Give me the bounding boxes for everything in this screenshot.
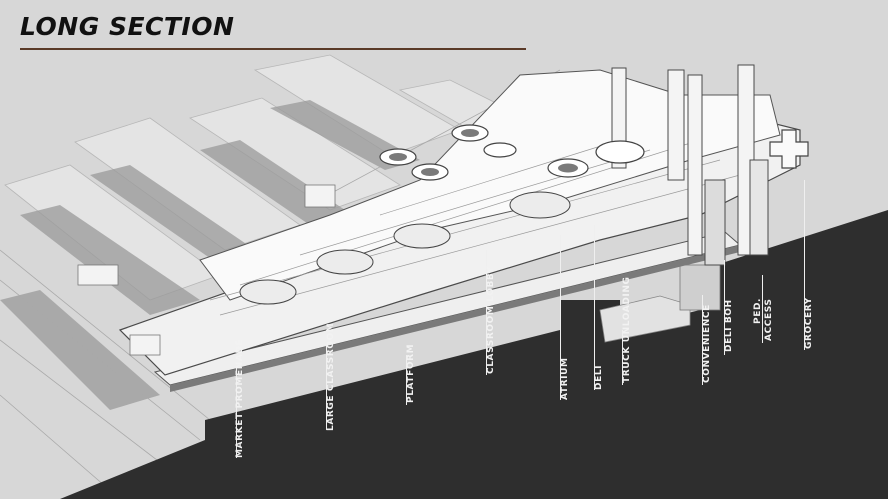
label-ped-access-line1: PED. bbox=[753, 297, 763, 324]
leader-line-atrium bbox=[560, 235, 561, 400]
end-blocks bbox=[77, 184, 336, 356]
label-platform: PLATFORM bbox=[406, 343, 416, 403]
leader-line-convenience bbox=[702, 295, 703, 385]
site-context bbox=[4, 54, 522, 301]
leader-line-deli bbox=[594, 225, 595, 390]
label-market-promenade: MARKET PROMENADE bbox=[235, 338, 245, 458]
cross-element bbox=[769, 129, 809, 169]
label-deli-boh: DELI BOH bbox=[724, 299, 734, 352]
page-title: LONG SECTION bbox=[20, 12, 235, 41]
title-rule bbox=[20, 48, 526, 50]
label-atrium: ATRIUM bbox=[560, 357, 570, 400]
leader-line-truck-unloading bbox=[622, 330, 623, 385]
leader-line-ped-access bbox=[762, 275, 763, 343]
leader-line-market-promenade bbox=[236, 355, 237, 458]
lower-classroom-bowls bbox=[239, 191, 571, 305]
street-lines bbox=[0, 69, 561, 499]
ground-section-cut bbox=[60, 210, 888, 499]
label-convenience: CONVENIENCE bbox=[702, 304, 712, 383]
tower-cluster bbox=[611, 64, 769, 266]
leader-line-deli-boh bbox=[724, 260, 725, 355]
leader-line-grocery bbox=[804, 180, 805, 350]
label-classroom-lobby: CLASSROOM LOBBY bbox=[486, 266, 496, 374]
leader-line-platform bbox=[406, 355, 407, 405]
label-large-classroom: LARGE CLASSROOM bbox=[326, 322, 336, 431]
leader-line-large-classroom bbox=[326, 330, 327, 430]
leader-line-classroom-lobby bbox=[486, 250, 487, 375]
label-grocery: GROCERY bbox=[804, 297, 814, 349]
service-core bbox=[679, 264, 721, 311]
classroom-pods bbox=[379, 124, 645, 181]
label-deli: DELI bbox=[594, 364, 604, 390]
platform-edge bbox=[170, 245, 740, 392]
label-ped-access-line2: ACCESS bbox=[764, 298, 774, 341]
label-truck-unloading: TRUCK UNLOADING bbox=[622, 276, 632, 383]
pod-openings bbox=[389, 129, 578, 176]
